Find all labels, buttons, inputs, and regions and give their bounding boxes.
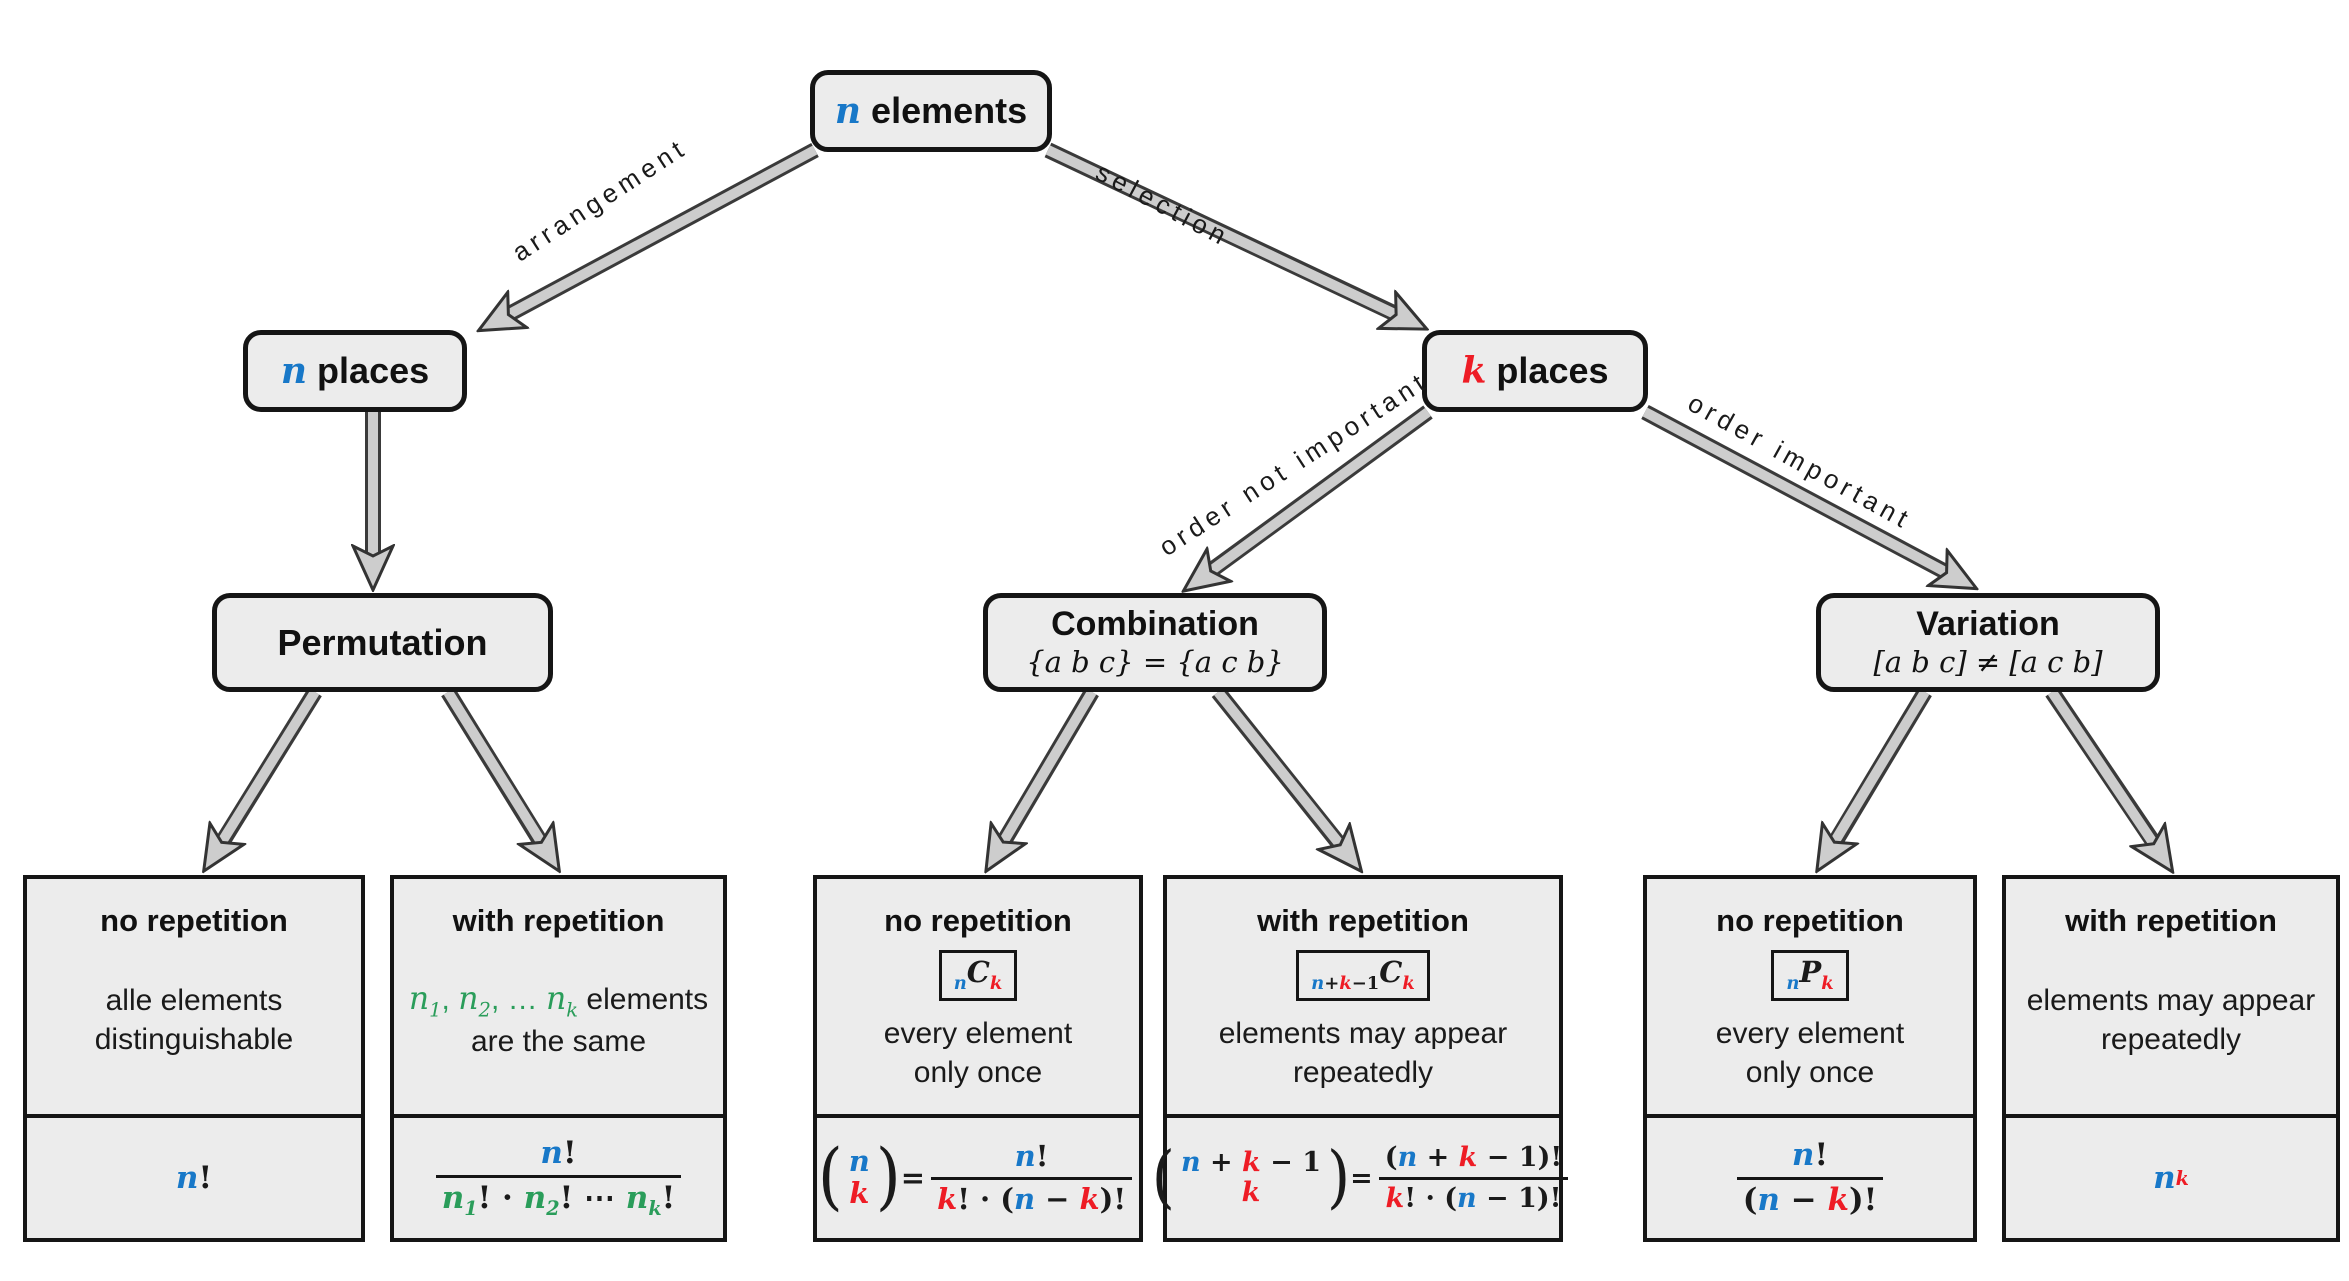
leaf-header: no repetition [884,903,1072,938]
node-permutation: Permutation [212,593,553,692]
node-variation-subtitle: [a b c] ≠ [a c b] [1873,644,2103,679]
node-permutation-title: Permutation [277,621,488,663]
n+k-1Ck-badge: n+k−1Ck [1296,950,1430,1002]
node-n-places-title: n places [280,349,430,392]
node-n-elements: n elements [810,70,1052,152]
leaf-combination-with-repetition: with repetition n+k−1Ck elements may app… [1152,875,1569,1242]
arrow-variation-to-no-repetition [1823,687,1932,861]
node-n-places: n places [243,330,467,412]
arrow-k-places-to-variation [1641,404,1966,583]
arrow-permutation-to-no-repetition [210,687,322,861]
leaf-header: with repetition [1257,903,1469,938]
node-variation: Variation [a b c] ≠ [a c b] [1816,593,2160,692]
arrow-permutation-to-with-repetition [441,687,553,861]
node-variation-title: Variation [1916,605,2060,644]
leaf-header: with repetition [452,903,665,938]
nPk-badge: nPk [1771,950,1849,1002]
arrow-n-elements-to-n-places [489,142,819,325]
leaf-header: with repetition [2065,903,2277,938]
node-combination: Combination {a b c} = {a c b} [983,593,1327,692]
nCk-badge: nCk [938,950,1018,1002]
arrow-n-elements-to-k-places [1044,142,1416,324]
node-combination-title: Combination [1051,605,1259,644]
leaf-formula: n!(n − k)! [1731,1137,1890,1218]
node-combination-subtitle: {a b c} = {a c b} [1026,644,1284,679]
arrow-combination-to-with-repetition [1211,687,1354,862]
leaf-formula: n! [175,1160,213,1196]
leaf-header: no repetition [100,903,288,938]
arrow-k-places-to-combination [1193,405,1433,584]
arrow-variation-to-with-repetition [2045,687,2166,862]
node-k-places: k places [1422,330,1648,412]
node-k-places-title: k places [1461,349,1609,392]
arrow-combination-to-no-repetition [992,687,1099,861]
leaf-formula: n!n1! · n2! ⋯ nk! [430,1135,688,1220]
node-n-elements-title: n elements [834,89,1028,132]
leaf-header: no repetition [1716,903,1904,938]
